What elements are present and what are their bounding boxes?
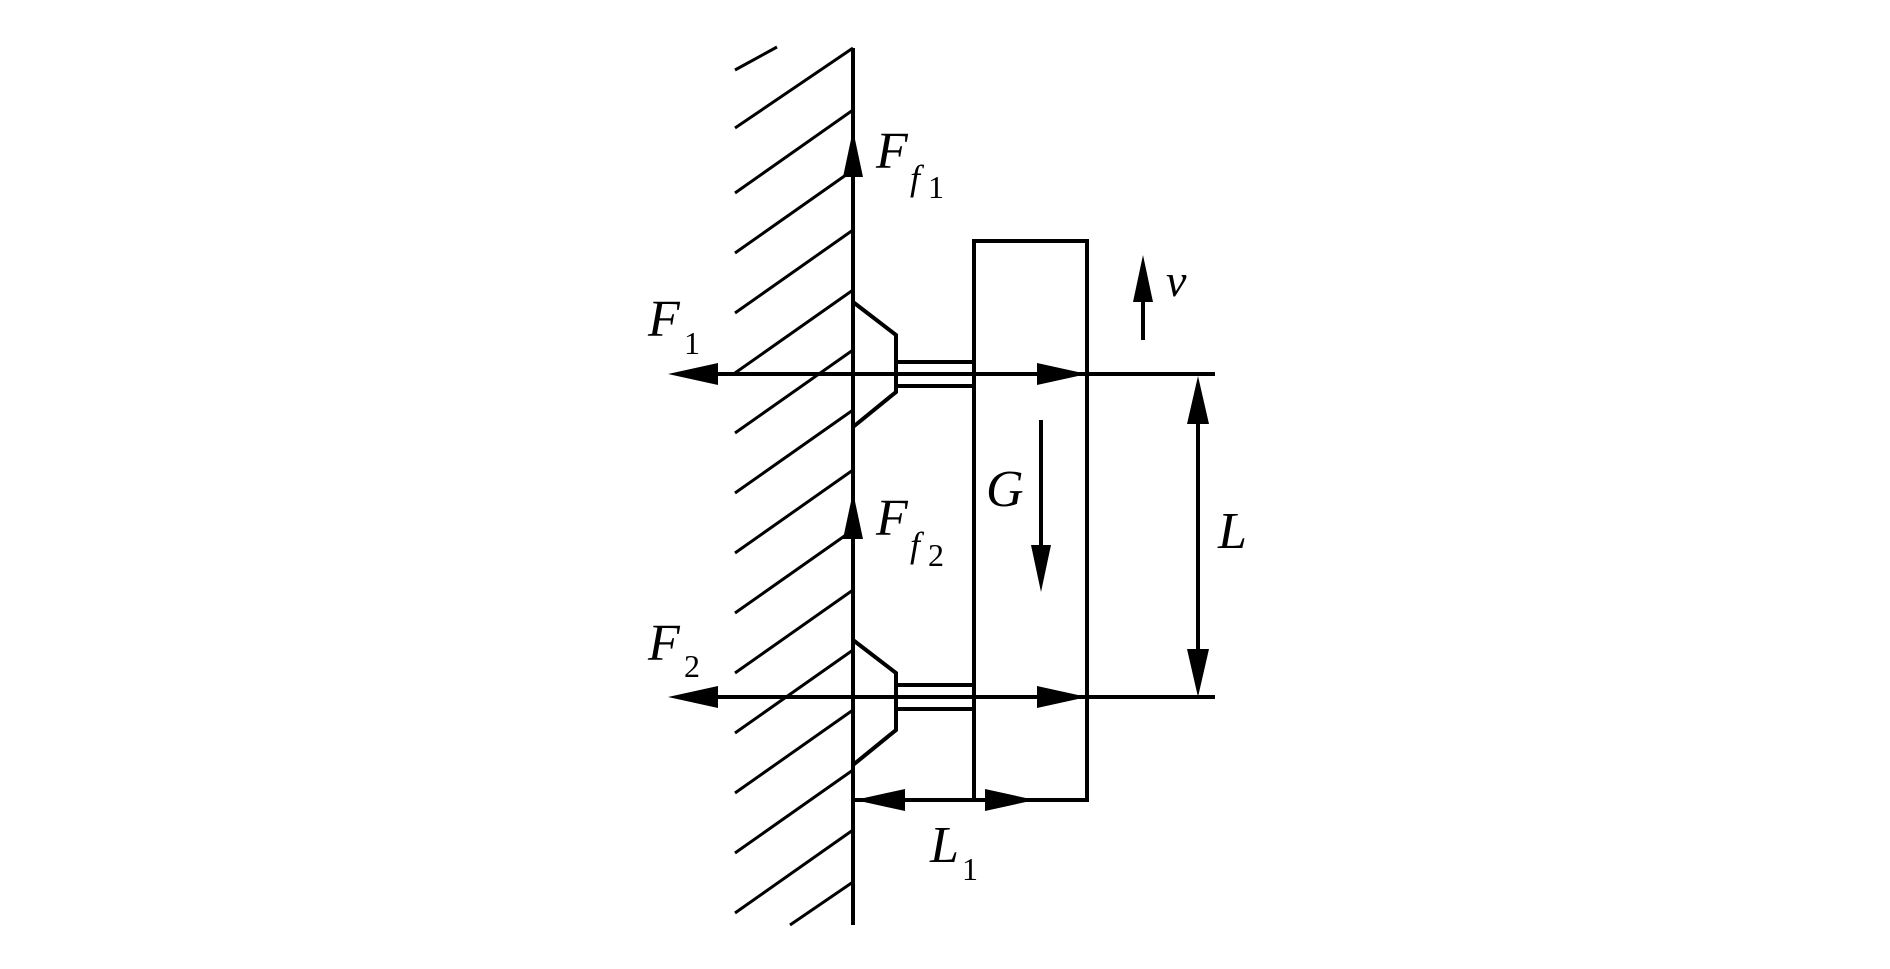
hatch-line bbox=[734, 768, 854, 855]
lower-cup-body bbox=[851, 638, 898, 767]
hatch-line bbox=[734, 228, 854, 315]
dimension-l-top-arrowhead bbox=[1187, 376, 1209, 424]
hatch-line bbox=[734, 528, 854, 615]
f1-label-main: F bbox=[647, 291, 681, 348]
f2-label-sub: 2 bbox=[684, 648, 700, 684]
hatch-line bbox=[734, 708, 854, 795]
dimension-l1-label-sub: 1 bbox=[962, 851, 978, 887]
hatch-line bbox=[734, 648, 854, 735]
hatch-line bbox=[789, 880, 854, 927]
hatch-line bbox=[734, 45, 778, 72]
hatch-line bbox=[734, 468, 854, 555]
gravity-arrowhead bbox=[1031, 545, 1051, 592]
f1-label-sub: 1 bbox=[684, 325, 700, 361]
hatch-line bbox=[734, 408, 854, 495]
velocity-arrowhead bbox=[1133, 255, 1153, 302]
gravity-label: G bbox=[986, 461, 1024, 518]
ff1-arrowhead bbox=[843, 130, 863, 177]
hatch-line bbox=[734, 108, 854, 195]
f2-left-arrowhead bbox=[668, 686, 718, 708]
ff2-arrowhead bbox=[843, 492, 863, 539]
wall-hatching bbox=[734, 45, 854, 927]
dimension-l1-right-arrowhead bbox=[985, 789, 1035, 811]
block-body bbox=[972, 239, 1089, 802]
hatch-line bbox=[734, 348, 854, 435]
velocity-label: v bbox=[1166, 255, 1187, 306]
upper-suction-cup bbox=[851, 300, 974, 429]
f2-right-arrowhead bbox=[1037, 686, 1087, 708]
ff2-label-main: F bbox=[875, 490, 909, 547]
f1-right-arrowhead bbox=[1037, 363, 1087, 385]
hatch-line bbox=[734, 46, 854, 130]
hatch-line bbox=[734, 168, 854, 255]
dimension-l1-left-arrowhead bbox=[855, 789, 905, 811]
ff1-label-main: F bbox=[875, 123, 909, 180]
ff2-label-sub-n: 2 bbox=[928, 537, 944, 573]
dimension-l-bottom-arrowhead bbox=[1187, 649, 1209, 697]
hatch-line bbox=[734, 828, 854, 915]
upper-cup-body bbox=[851, 300, 898, 429]
hatch-line bbox=[734, 288, 854, 375]
f2-label-main: F bbox=[647, 615, 681, 672]
f1-left-arrowhead bbox=[668, 363, 718, 385]
dimension-l1-label-main: L bbox=[929, 817, 959, 874]
hatch-line bbox=[734, 588, 854, 675]
lower-suction-cup bbox=[851, 638, 974, 767]
ff2-label-sub-f: f bbox=[910, 525, 925, 565]
dimension-l-label: L bbox=[1217, 503, 1247, 560]
ff1-label-sub-f: f bbox=[910, 158, 925, 198]
ff1-label-sub-n: 1 bbox=[928, 169, 944, 205]
